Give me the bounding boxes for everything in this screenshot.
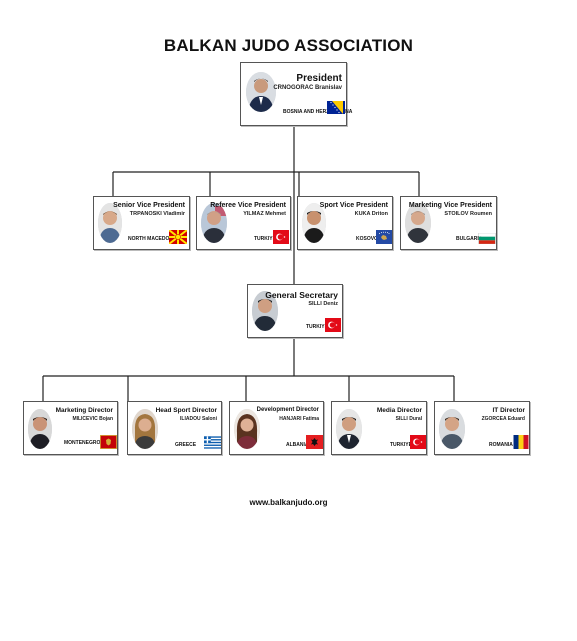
vp-country: BULGARIA: [456, 236, 483, 242]
director-role: Development Director: [256, 407, 319, 413]
vp-country: TURKIYE: [254, 236, 276, 242]
bosnia-flag-icon: [327, 101, 345, 114]
montenegro-flag-icon: [100, 435, 117, 449]
vp-photo: [98, 203, 122, 243]
director-card-it: IT Director ZGORCEA Eduard ROMANIA: [434, 401, 530, 455]
vp-card-senior: Senior Vice President TRPANOSKI Vladimir…: [93, 196, 190, 250]
director-card-head-sport: Head Sport Director ILIADOU Saloni GREEC…: [127, 401, 222, 455]
director-role: Media Director: [376, 407, 422, 414]
president-card: President CRNOGORAC Branislav BOSNIA AND…: [240, 62, 352, 126]
vp-card-sport: Sport Vice President KUKA Driton KOSOVO: [297, 196, 393, 250]
albania-flag-icon: [306, 435, 323, 449]
secretary-country: TURKIYE: [306, 324, 328, 330]
vp-country: KOSOVO: [356, 236, 378, 242]
director-photo: [439, 409, 465, 449]
director-card-media: Media Director SILLI Dural TURKIYE: [331, 401, 427, 455]
page-title: BALKAN JUDO ASSOCIATION: [163, 36, 414, 55]
vp-card-marketing: Marketing Vice President STOILOV Roumen …: [400, 196, 497, 250]
president-name: CRNOGORAC Branislav: [273, 85, 342, 91]
director-role: IT Director: [492, 407, 525, 414]
director-photo: [28, 409, 52, 449]
director-role: Head Sport Director: [155, 407, 217, 414]
director-country: MONTENEGRO: [64, 440, 101, 446]
director-photo: [234, 409, 260, 449]
director-photo: [132, 409, 158, 449]
director-name: ZGORCEA Eduard: [481, 416, 525, 422]
romania-flag-icon: [513, 435, 529, 449]
bulgaria-flag-icon: [478, 233, 496, 244]
vp-name: KUKA Driton: [354, 211, 388, 217]
secretary-role: General Secretary: [265, 290, 338, 300]
director-country: GREECE: [175, 442, 197, 448]
secretary-photo: [252, 291, 278, 331]
director-role: Marketing Director: [55, 407, 113, 414]
director-name: SILLI Dural: [395, 416, 422, 422]
vp-name: YILMAZ Mehmet: [243, 211, 286, 217]
president-photo: [246, 72, 276, 112]
director-name: HANJARI Fatima: [279, 416, 319, 422]
director-card-development: Development Director HANJARI Fatima ALBA…: [229, 401, 324, 455]
vp-role: Marketing Vice President: [408, 202, 492, 209]
turkey-flag-icon: [410, 435, 426, 449]
greece-flag-icon: [204, 436, 221, 449]
director-photo: [336, 409, 362, 449]
north-macedonia-flag-icon: [169, 230, 187, 244]
vp-role: Sport Vice President: [319, 202, 388, 209]
kosovo-flag-icon: [376, 230, 392, 244]
president-role: President: [296, 73, 342, 84]
vp-country: NORTH MACEDONIA: [128, 236, 178, 242]
director-country: TURKIYE: [390, 442, 412, 448]
president-country: BOSNIA AND HERZEGOVINA: [283, 109, 353, 115]
vp-photo: [405, 203, 431, 243]
director-card-marketing: Marketing Director MILICEVIC Bojan MONTE…: [23, 401, 118, 455]
director-name: MILICEVIC Bojan: [72, 416, 113, 422]
vp-photo: [201, 203, 227, 243]
vp-name: TRPANOSKI Vladimir: [129, 211, 185, 217]
director-country: ALBANIA: [286, 442, 309, 448]
vp-name: STOILOV Roumen: [444, 211, 492, 217]
vp-photo: [302, 203, 326, 243]
director-country: ROMANIA: [489, 442, 513, 448]
vp-role: Senior Vice President: [113, 202, 185, 209]
secretary-name: SILLI Deniz: [308, 301, 338, 307]
vp-card-referee: Referee Vice President YILMAZ Mehmet TUR…: [196, 196, 291, 250]
director-name: ILIADOU Saloni: [180, 416, 217, 422]
secretary-card: General Secretary SILLI Deniz TURKIYE: [247, 284, 343, 338]
turkey-flag-icon: [273, 230, 289, 244]
turkey-flag-icon: [325, 318, 341, 332]
vp-role: Referee Vice President: [210, 202, 286, 209]
website-url: www.balkanjudo.org: [249, 498, 328, 507]
